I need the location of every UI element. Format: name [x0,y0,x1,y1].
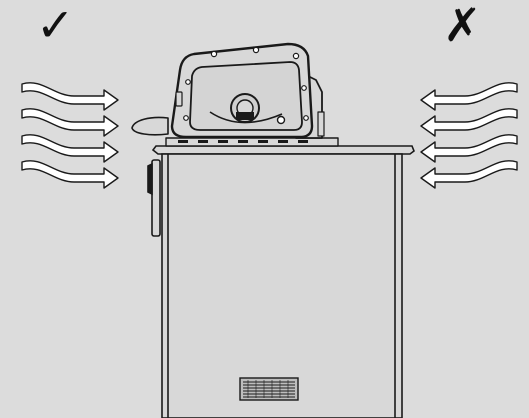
airflow-arrow-icon [21,82,119,111]
cross-mark-icon: ✗ [443,0,482,52]
airflow-arrow-icon [21,160,119,189]
airflow-arrow-icon [420,108,518,137]
countertop-appliance-icon [131,42,339,147]
airflow-arrow-icon [420,160,518,189]
ventilation-grille-icon [239,377,299,401]
airflow-arrow-icon [21,108,119,137]
check-mark-icon: ✓ [36,0,75,52]
airflow-right [420,82,518,189]
cabinet-icon [147,145,415,418]
airflow-arrow-icon [21,134,119,163]
airflow-arrow-icon [420,134,518,163]
airflow-arrow-icon [420,82,518,111]
airflow-left [21,82,119,189]
